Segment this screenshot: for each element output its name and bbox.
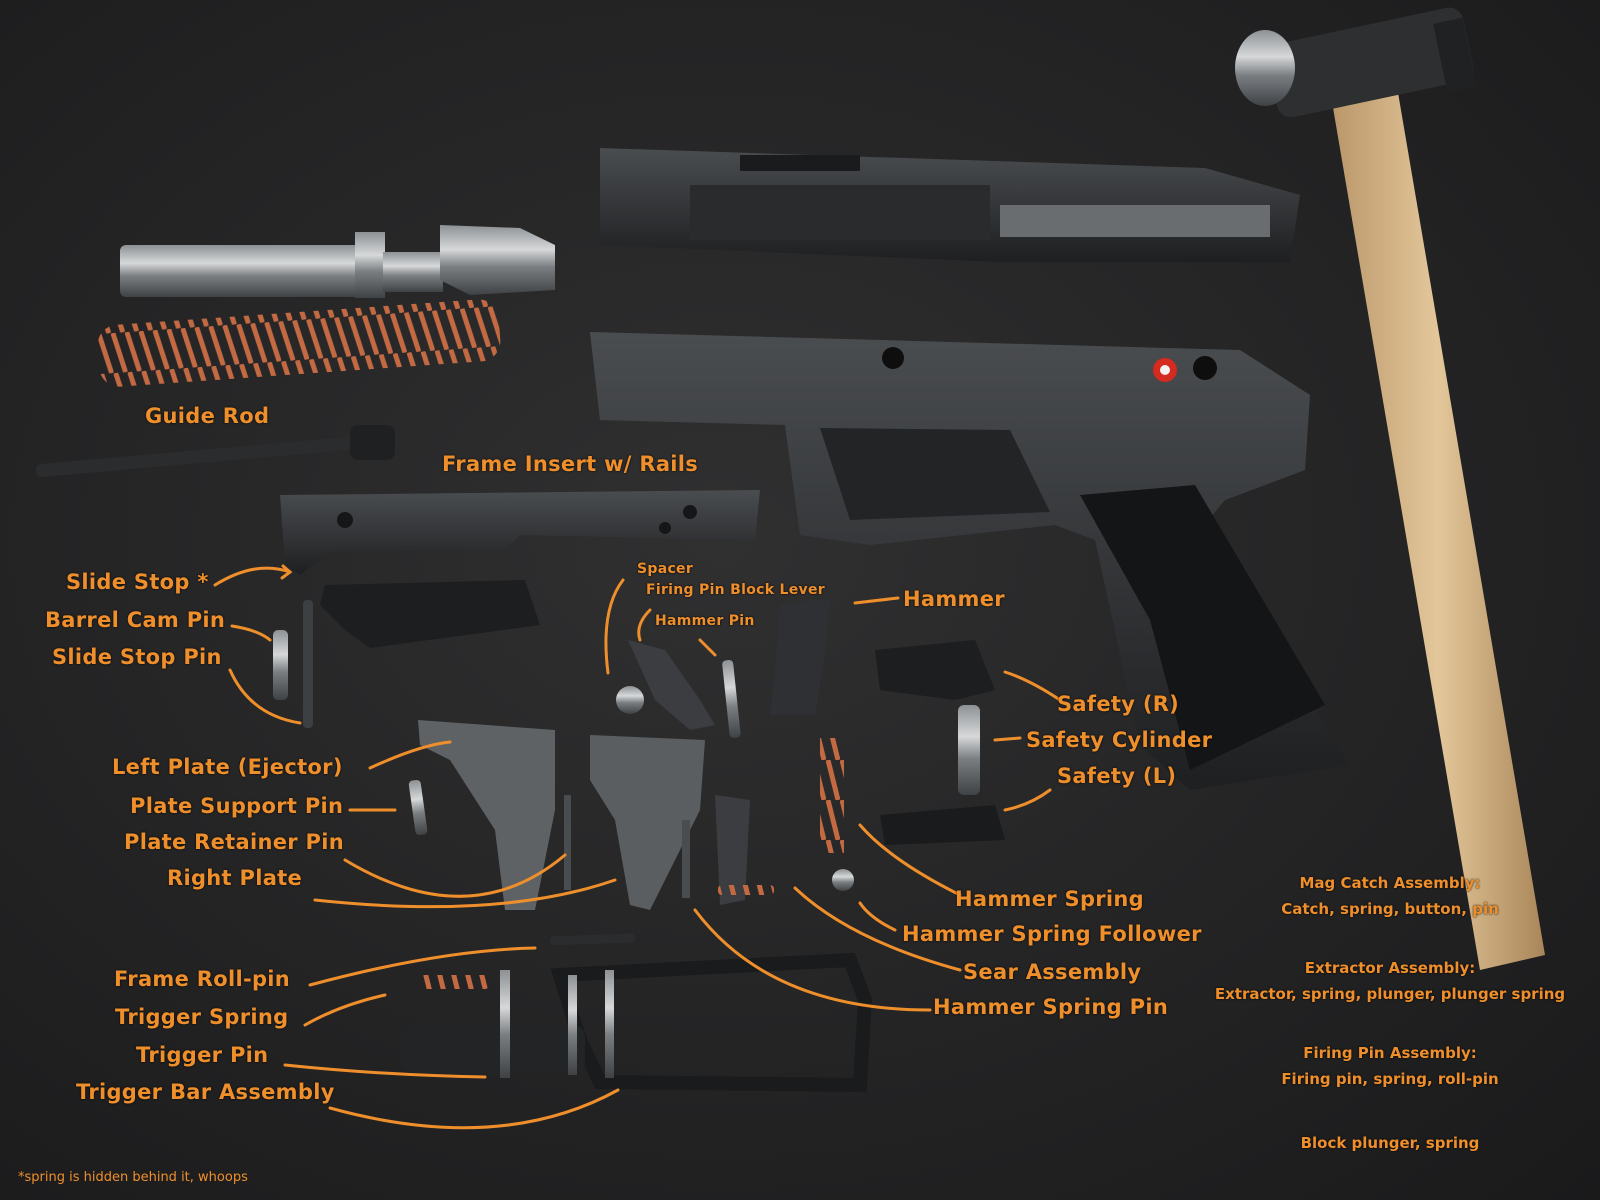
note-mag-catch-body: Catch, spring, button, pin [1281,900,1499,918]
barrel-cam-pin-part [273,630,288,700]
label-trigger-pin: Trigger Pin [136,1043,269,1067]
safety-left-part [880,805,1005,845]
label-barrel-cam-pin: Barrel Cam Pin [45,608,226,632]
sear-roll-pin-part [682,820,690,898]
guide-rod [35,425,395,477]
left-plate-part [418,720,555,910]
slide [600,148,1300,262]
label-plate-retainer-pin: Plate Retainer Pin [124,830,344,854]
note-block-plunger: Block plunger, spring [1300,1134,1480,1152]
label-hammer-pin: Hammer Pin [655,613,755,629]
sear-assembly-part [715,795,750,905]
label-hammer: Hammer [903,587,1005,611]
label-sear-assembly: Sear Assembly [963,960,1142,984]
label-safety-r: Safety (R) [1057,692,1180,716]
hammer-part [770,598,830,715]
trigger-bar-assembly-part [400,952,873,1093]
safety-right-part [875,640,995,700]
label-frame-roll-pin: Frame Roll-pin [114,967,291,991]
note-extractor-body: Extractor, spring, plunger, plunger spri… [1214,985,1566,1003]
label-safety-cylinder: Safety Cylinder [1026,728,1213,752]
slide-stop-pin-part [303,600,313,728]
note-mag-catch: Mag Catch Assembly: Catch, spring, butto… [1180,870,1600,922]
label-frame-insert: Frame Insert w/ Rails [442,452,699,476]
note-firing-pin: Firing Pin Assembly: Firing pin, spring,… [1180,1040,1600,1092]
annotation-arrows [213,564,1062,1130]
label-guide-rod: Guide Rod [145,404,270,428]
frame-roll-pin-part [549,933,635,946]
label-spacer: Spacer [637,561,694,577]
label-trigger-bar-assembly: Trigger Bar Assembly [76,1080,335,1104]
hammer-pin-part [722,659,741,738]
recoil-spring [97,299,501,387]
firing-pin-block-lever-part [628,640,715,730]
right-plate-part [590,735,705,910]
slide-stop-part [320,580,540,648]
pistol-frame [590,332,1350,790]
plate-support-pin-part [408,779,428,836]
note-firing-pin-title: Firing Pin Assembly: [1303,1044,1477,1062]
label-firing-pin-block-lever: Firing Pin Block Lever [646,582,825,598]
label-safety-l: Safety (L) [1057,764,1177,788]
hammer-spring-part [820,738,844,853]
label-trigger-spring: Trigger Spring [115,1005,289,1029]
label-right-plate: Right Plate [167,866,303,890]
label-hammer-spring-pin: Hammer Spring Pin [933,995,1169,1019]
note-firing-pin-body: Firing pin, spring, roll-pin [1281,1070,1499,1088]
hammer-spring-follower-part [832,869,854,891]
hammer-tool [1235,7,1545,970]
safety-cylinder-part [958,705,980,795]
label-hammer-spring: Hammer Spring [955,887,1145,911]
trigger-spring-part [420,975,490,989]
frame-insert [280,490,760,575]
label-plate-support-pin: Plate Support Pin [130,794,344,818]
label-hammer-spring-follower: Hammer Spring Follower [902,922,1202,946]
barrel [120,225,555,298]
note-mag-catch-title: Mag Catch Assembly: [1299,874,1481,892]
plate-retainer-pin-part [564,795,571,890]
label-slide-stop-pin: Slide Stop Pin [52,645,222,669]
label-left-plate: Left Plate (Ejector) [112,755,343,779]
footnote: *spring is hidden behind it, whoops [18,1170,248,1185]
spacer-part [616,686,644,714]
note-extractor: Extractor Assembly: Extractor, spring, p… [1180,955,1600,1007]
label-slide-stop: Slide Stop * [66,570,209,594]
note-extractor-title: Extractor Assembly: [1304,959,1476,977]
sear-spring-part [718,885,774,895]
